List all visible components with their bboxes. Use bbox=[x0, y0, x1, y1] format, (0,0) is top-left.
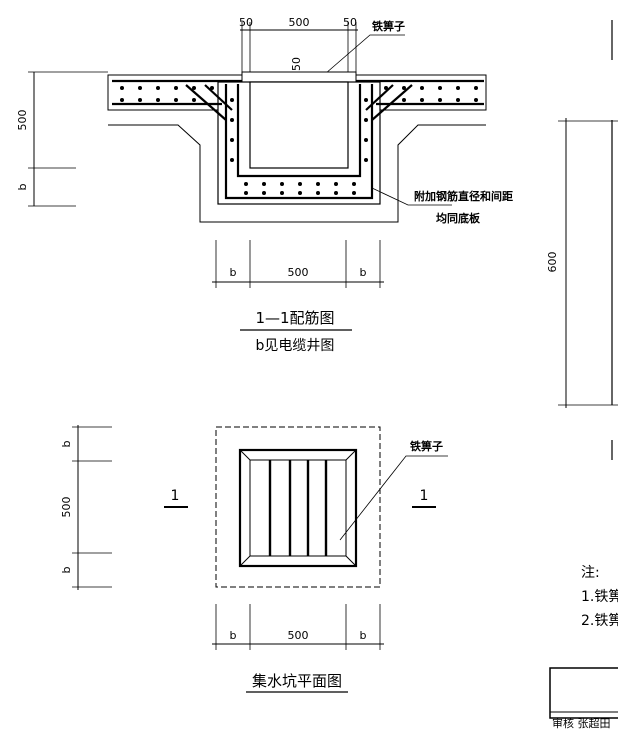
dim-bottom-b-left: b bbox=[230, 266, 237, 279]
plan-pit-edge bbox=[238, 448, 358, 568]
plan-view: 铁箅子 1 1 b 500 b b 500 b 集水坑平 bbox=[60, 425, 448, 693]
plan-dim-left-b-bottom: b bbox=[60, 566, 73, 573]
plan-bottom-dimension: b 500 b bbox=[212, 604, 384, 650]
grate-plate bbox=[241, 71, 357, 83]
section-title: 1—1配筋图 bbox=[255, 309, 334, 327]
pit-inner bbox=[249, 81, 349, 169]
dim-600: 600 bbox=[546, 252, 559, 273]
rebar-note-line1: 附加钢筋直径和间距 bbox=[414, 189, 513, 203]
plan-dim-left-b-top: b bbox=[60, 440, 73, 447]
plan-grate-label: 铁箅子 bbox=[410, 439, 443, 453]
plan-grate-leader bbox=[339, 455, 448, 541]
section-subtitle: b见电缆井图 bbox=[256, 338, 335, 354]
rebar-note-line2: 均同底板 bbox=[436, 211, 481, 225]
title-block-text: 审核 张超田 bbox=[552, 716, 611, 729]
rebar-dots bbox=[120, 86, 478, 195]
grate-corners bbox=[239, 449, 357, 567]
rebars bbox=[112, 79, 484, 200]
right-panel: 600 注: 1.铁箅 2.铁箅 审核 张超田 bbox=[546, 20, 618, 729]
dim-bottom-b-right: b bbox=[360, 266, 367, 279]
plan-dim-bottom-b-right: b bbox=[360, 629, 367, 642]
dim-50-vertical: 50 bbox=[290, 57, 303, 71]
dim-top-500: 500 bbox=[289, 16, 310, 29]
notes-heading: 注: bbox=[581, 565, 600, 581]
section-mark-right: 1 bbox=[420, 488, 429, 504]
plan-dim-bottom-500: 500 bbox=[288, 629, 309, 642]
plan-dim-left-500: 500 bbox=[60, 497, 73, 518]
grate-label: 铁箅子 bbox=[372, 19, 405, 33]
note-1: 1.铁箅 bbox=[581, 589, 618, 605]
left-dimension: 500 b bbox=[16, 71, 108, 207]
grate-leader bbox=[317, 34, 405, 81]
section-1-1: 50 500 50 50 铁箅子 bbox=[16, 16, 513, 354]
title-block bbox=[549, 667, 618, 719]
dim-top-50-left: 50 bbox=[239, 16, 253, 29]
plan-outer-dashed bbox=[215, 426, 381, 588]
grate-bars bbox=[268, 460, 328, 556]
plan-grate-frame bbox=[249, 459, 347, 557]
note-2: 2.铁箅 bbox=[581, 613, 618, 629]
dim-bottom-500: 500 bbox=[288, 266, 309, 279]
rebar-note-leader bbox=[371, 187, 452, 206]
dim-top-50-right: 50 bbox=[343, 16, 357, 29]
plan-dim-bottom-b-left: b bbox=[230, 629, 237, 642]
section-mark-left: 1 bbox=[171, 488, 180, 504]
pit-outer-outline bbox=[108, 124, 486, 223]
dim-left-500: 500 bbox=[16, 110, 29, 131]
bottom-dimension: b 500 b bbox=[212, 240, 384, 288]
plan-title: 集水坑平面图 bbox=[252, 672, 342, 690]
dim-left-b: b bbox=[16, 183, 29, 190]
top-dimension: 50 500 50 bbox=[239, 16, 358, 75]
plan-left-dimension: b 500 b bbox=[60, 425, 112, 590]
